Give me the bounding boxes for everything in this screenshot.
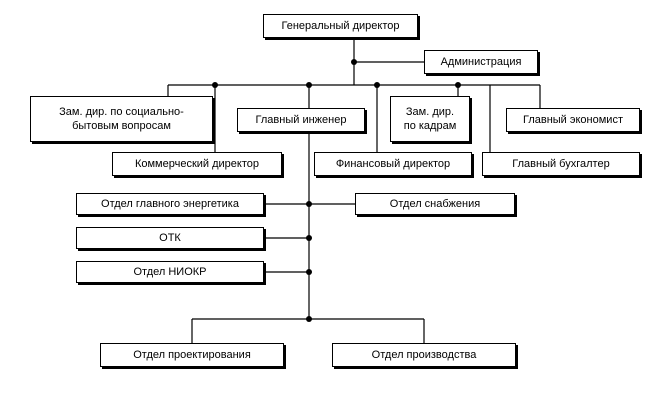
junction-dot	[306, 269, 312, 275]
node-chief-economist: Главный экономист	[506, 108, 640, 132]
junction-dot	[351, 59, 357, 65]
node-production-dept: Отдел производства	[332, 343, 516, 367]
node-administration: Администрация	[424, 50, 538, 74]
node-niokr-dept: Отдел НИОКР	[76, 261, 264, 283]
junction-dot	[306, 235, 312, 241]
node-otk: ОТК	[76, 227, 264, 249]
junction-dot	[455, 82, 461, 88]
node-chief-accountant: Главный бухгалтер	[482, 152, 640, 176]
node-commercial-director: Коммерческий директор	[112, 152, 282, 176]
node-design-dept: Отдел проектирования	[100, 343, 284, 367]
node-deputy-hr: Зам. дир. по кадрам	[390, 96, 470, 142]
node-financial-director: Финансовый директор	[314, 152, 472, 176]
node-supply-dept: Отдел снабжения	[355, 193, 515, 215]
junction-dot	[306, 201, 312, 207]
junction-dot	[306, 82, 312, 88]
junction-dot	[212, 82, 218, 88]
node-chief-power-engineer-dept: Отдел главного энергетика	[76, 193, 264, 215]
junction-dot	[374, 82, 380, 88]
node-deputy-social: Зам. дир. по социально- бытовым вопросам	[30, 96, 213, 142]
junction-dot	[306, 316, 312, 322]
node-chief-engineer: Главный инженер	[237, 108, 365, 132]
node-general-director: Генеральный директор	[263, 14, 418, 38]
